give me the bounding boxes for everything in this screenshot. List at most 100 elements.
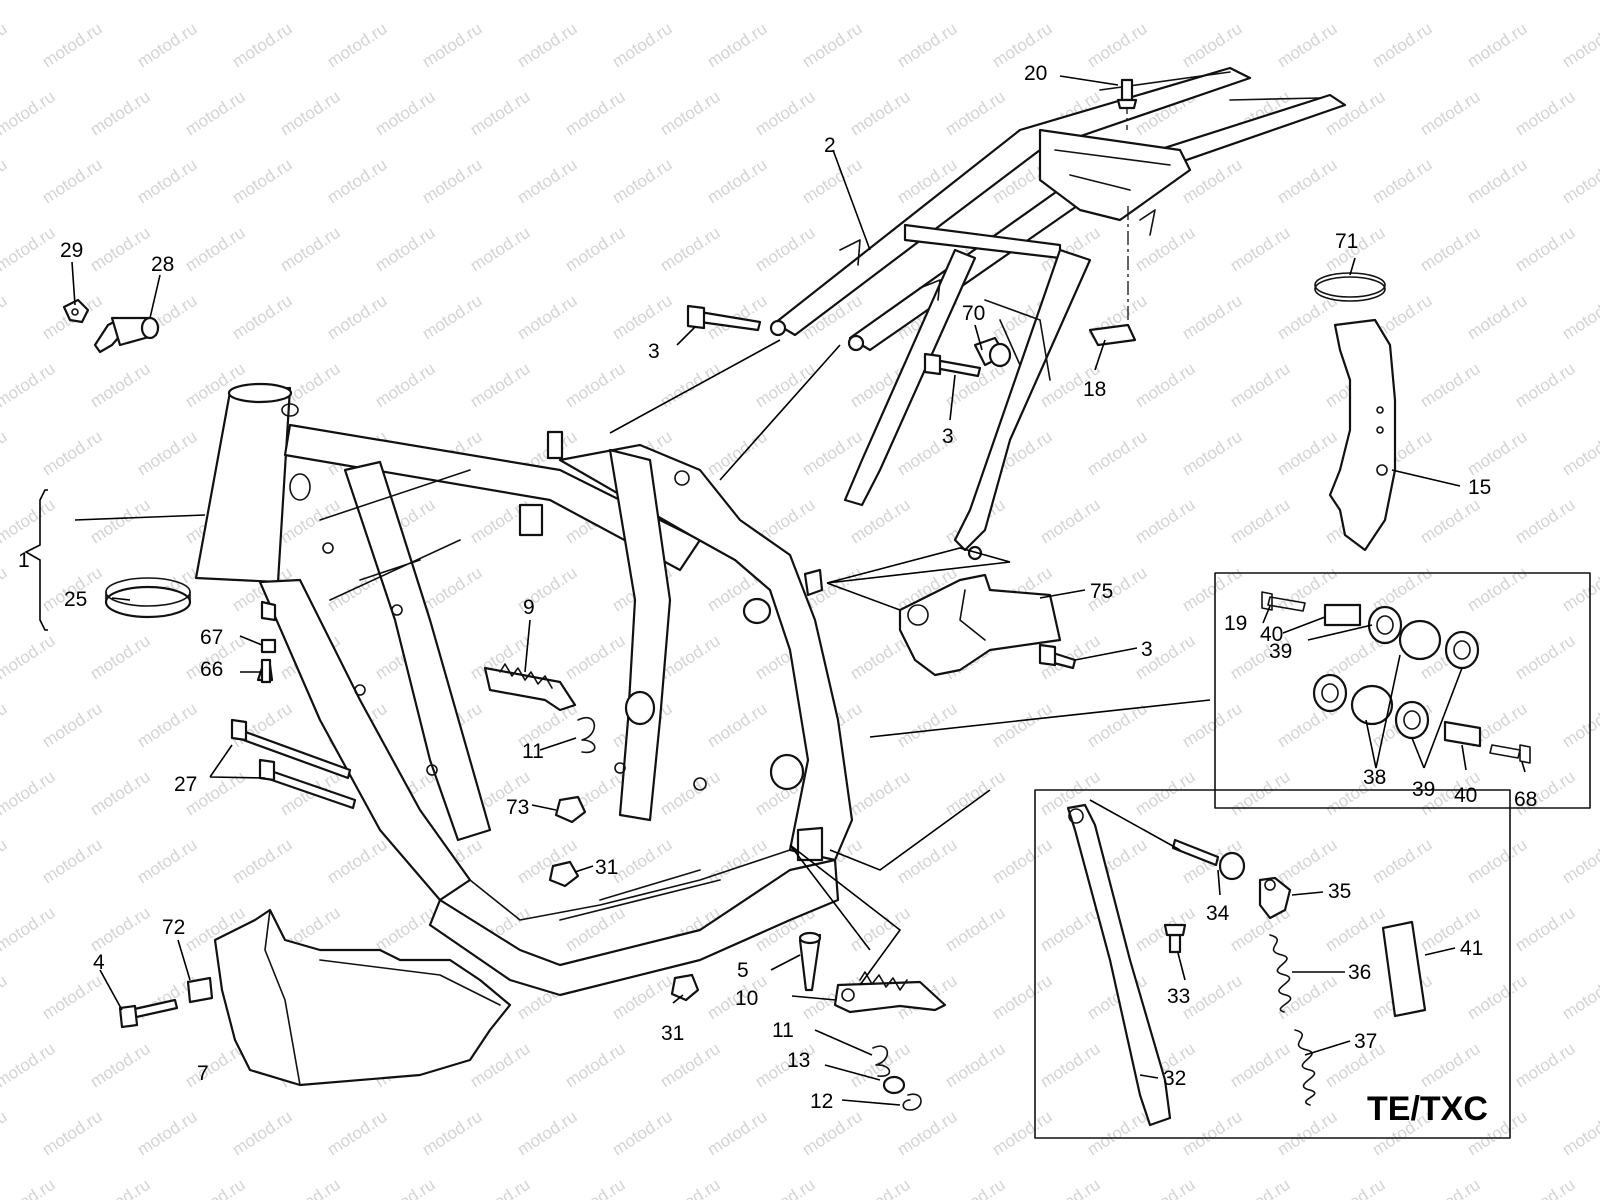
watermark-text: motod.ru (1037, 1039, 1104, 1091)
watermark-text: motod.ru (1179, 1107, 1246, 1159)
watermark-text: motod.ru (1132, 359, 1199, 411)
watermark-text: motod.ru (1132, 223, 1199, 275)
callout-11: 11 (772, 1019, 794, 1042)
callout-35: 35 (1328, 880, 1351, 903)
watermark-text: motod.ru (39, 19, 106, 71)
part-labels: 1 2 3 3 3 4 5 7 9 10 11 11 12 13 15 18 1… (18, 62, 1537, 1128)
watermark-text: motod.ru (1464, 19, 1531, 71)
callout-66: 66 (200, 658, 223, 681)
watermark-text: motod.ru (419, 1107, 486, 1159)
watermark-text: motod.ru (1227, 359, 1294, 411)
watermark-text: motod.ru (229, 155, 296, 207)
watermark-text: motod.ru (0, 19, 10, 71)
watermark-text: motod.ru (799, 155, 866, 207)
callout-10: 10 (735, 987, 758, 1010)
callout-15: 15 (1468, 476, 1491, 499)
watermark-text: motod.ru (182, 223, 249, 275)
watermark-text: motod.ru (1512, 1175, 1579, 1200)
watermark-text: motod.ru (1512, 903, 1579, 955)
watermark-text: motod.ru (1179, 155, 1246, 207)
callout-68: 68 (1514, 788, 1537, 811)
watermark-text: motod.ru (1512, 0, 1579, 3)
watermark-text: motod.ru (419, 563, 486, 615)
watermark-text: motod.ru (324, 291, 391, 343)
watermark-text: motod.ru (514, 19, 581, 71)
watermark-text: motod.ru (989, 699, 1056, 751)
watermark-text: motod.ru (372, 0, 439, 3)
watermark-text: motod.ru (562, 1039, 629, 1091)
watermark-text: motod.ru (1322, 87, 1389, 139)
watermark-text: motod.ru (419, 19, 486, 71)
watermark-text: motod.ru (87, 903, 154, 955)
watermark-text: motod.ru (989, 971, 1056, 1023)
watermark-text: motod.ru (657, 1039, 724, 1091)
watermark-text: motod.ru (229, 835, 296, 887)
watermark-text: motod.ru (1274, 19, 1341, 71)
watermark-text: motod.ru (847, 903, 914, 955)
watermark-text: motod.ru (1227, 223, 1294, 275)
watermark-text: motod.ru (0, 291, 10, 343)
watermark-text: motod.ru (989, 835, 1056, 887)
watermark-text: motod.ru (1084, 1107, 1151, 1159)
watermark-text: motod.ru (1274, 971, 1341, 1023)
watermark-text: motod.ru (562, 0, 629, 3)
callout-11: 11 (522, 740, 544, 763)
callout-7: 7 (197, 1062, 209, 1085)
watermark-text: motod.ru (942, 1175, 1009, 1200)
watermark-text: motod.ru (1369, 835, 1436, 887)
watermark-text: motod.ru (277, 87, 344, 139)
watermark-text: motod.ru (1512, 359, 1579, 411)
watermark-text: motod.ru (134, 1107, 201, 1159)
watermark-text: motod.ru (1369, 19, 1436, 71)
watermark-text: motod.ru (467, 359, 534, 411)
watermark-text: motod.ru (1559, 291, 1600, 343)
watermark-text: motod.ru (39, 971, 106, 1023)
watermark-text: motod.ru (609, 19, 676, 71)
watermark-text: motod.ru (1464, 835, 1531, 887)
watermark-text: motod.ru (1512, 495, 1579, 547)
watermark-text: motod.ru (1322, 903, 1389, 955)
callout-25: 25 (64, 588, 87, 611)
watermark-text: motod.ru (1179, 19, 1246, 71)
watermark-text: motod.ru (1322, 1175, 1389, 1200)
watermark-text: motod.ru (229, 19, 296, 71)
callout-71: 71 (1335, 230, 1358, 253)
watermark-text: motod.ru (609, 835, 676, 887)
watermark-text: motod.ru (609, 155, 676, 207)
callout-9: 9 (523, 596, 535, 619)
callout-3: 3 (648, 340, 660, 363)
callout-12: 12 (810, 1090, 833, 1113)
callout-29: 29 (60, 239, 83, 262)
callout-40: 40 (1260, 623, 1283, 646)
watermark-text: motod.ru (657, 87, 724, 139)
watermark-text: motod.ru (1464, 291, 1531, 343)
callout-39: 39 (1412, 778, 1435, 801)
watermark-text: motod.ru (1464, 971, 1531, 1023)
watermark-text: motod.ru (324, 1107, 391, 1159)
watermark-text: motod.ru (1179, 563, 1246, 615)
watermark-text: motod.ru (0, 495, 58, 547)
watermark-text: motod.ru (1559, 155, 1600, 207)
watermark-text: motod.ru (87, 359, 154, 411)
watermark-text: motod.ru (1084, 699, 1151, 751)
watermark-text: motod.ru (1037, 903, 1104, 955)
watermark-text: motod.ru (0, 631, 58, 683)
watermark-text: motod.ru (277, 1175, 344, 1200)
callout-36: 36 (1348, 961, 1371, 984)
watermark-text: motod.ru (182, 87, 249, 139)
watermark-text: motod.ru (0, 767, 58, 819)
watermark-text: motod.ru (1512, 223, 1579, 275)
callout-31: 31 (661, 1022, 684, 1045)
watermark-text: motod.ru (277, 0, 344, 3)
watermark-text: motod.ru (134, 19, 201, 71)
callout-13: 13 (787, 1049, 810, 1072)
watermark-text: motod.ru (1179, 291, 1246, 343)
watermark-text: motod.ru (1227, 0, 1294, 3)
watermark-text: motod.ru (657, 223, 724, 275)
watermark-text: motod.ru (704, 19, 771, 71)
watermark-text: motod.ru (87, 0, 154, 3)
watermark-text: motod.ru (562, 87, 629, 139)
watermark-text: motod.ru (1369, 155, 1436, 207)
watermark-text: motod.ru (1227, 1039, 1294, 1091)
